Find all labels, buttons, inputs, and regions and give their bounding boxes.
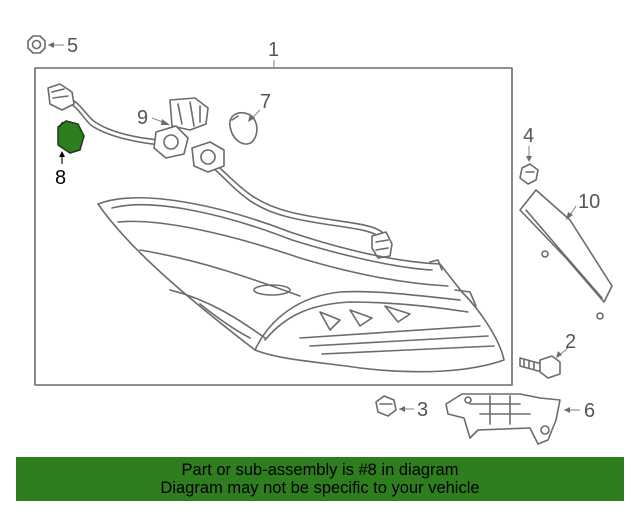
callout-6[interactable]: 6 <box>584 400 595 422</box>
banner-line-2: Diagram may not be specific to your vehi… <box>160 479 480 497</box>
part-9-socket[interactable] <box>153 97 225 173</box>
wiring-harness <box>47 83 393 259</box>
callout-3[interactable]: 3 <box>417 399 428 421</box>
info-banner: Part or sub-assembly is #8 in diagram Di… <box>16 457 624 501</box>
callout-2[interactable]: 2 <box>565 331 576 353</box>
callout-7[interactable]: 7 <box>260 91 271 113</box>
part-3-clip[interactable] <box>375 395 397 417</box>
callout-1[interactable]: 1 <box>268 39 279 61</box>
callout-4[interactable]: 4 <box>523 125 534 147</box>
parts-diagram: 1 5 8 9 <box>27 35 613 445</box>
tail-lamp-housing <box>97 197 505 373</box>
part-4-clip[interactable] <box>519 163 539 185</box>
part-5-nut[interactable] <box>27 35 46 54</box>
callout-8[interactable]: 8 <box>55 167 66 189</box>
banner-line-1: Part or sub-assembly is #8 in diagram <box>181 461 459 479</box>
callout-9[interactable]: 9 <box>137 107 148 129</box>
callout-10[interactable]: 10 <box>578 191 600 213</box>
callout-5[interactable]: 5 <box>67 35 78 57</box>
part-10-garnish[interactable] <box>519 189 613 320</box>
part-6-bracket[interactable] <box>445 393 561 445</box>
part-8-bulb[interactable] <box>57 120 85 154</box>
part-2-bolt[interactable] <box>519 355 561 379</box>
